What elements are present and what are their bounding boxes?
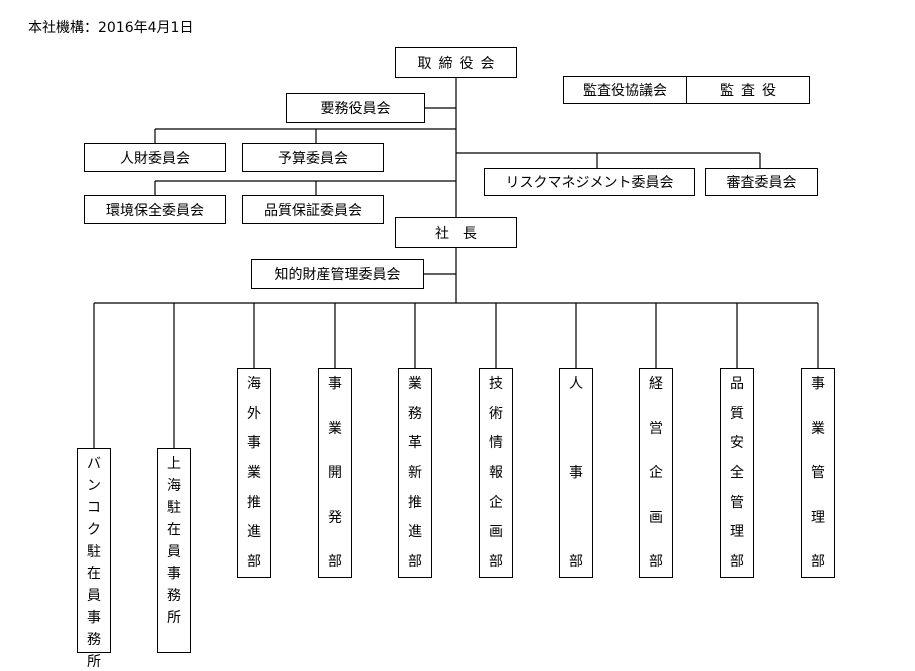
dept-reform-box: 業務革新推進部: [398, 368, 432, 578]
budget-committee-box: 予算委員会: [242, 143, 384, 172]
dept-bizdev-box: 事業開発部: [318, 368, 352, 578]
hr-committee-box: 人財委員会: [84, 143, 226, 172]
dept-quality-box: 品質安全管理部: [720, 368, 754, 578]
auditor-box: 監査役: [687, 76, 810, 104]
ip-committee-box: 知的財産管理委員会: [251, 259, 424, 289]
auditor-group: 監査役協議会 監査役: [563, 76, 810, 104]
dept-tech-box: 技術情報企画部: [479, 368, 513, 578]
org-date-header: 本社機構：2016年4月1日: [28, 20, 194, 36]
president-box: 社 長: [395, 217, 517, 248]
risk-management-committee-box: リスクマネジメント委員会: [484, 168, 695, 196]
executive-committee-box: 要務役員会: [286, 93, 425, 123]
dept-planning-box: 経営企画部: [639, 368, 673, 578]
review-committee-box: 審査委員会: [705, 168, 818, 196]
quality-assurance-committee-box: 品質保証委員会: [242, 195, 384, 224]
audit-council-box: 監査役協議会: [563, 76, 687, 104]
environment-committee-box: 環境保全委員会: [84, 195, 226, 224]
dept-overseas-box: 海外事業推進部: [237, 368, 271, 578]
board-of-directors-box: 取締役会: [395, 47, 517, 78]
dept-personnel-box: 人事部: [559, 368, 593, 578]
dept-shanghai-box: 上海駐在員事務所: [157, 448, 191, 653]
dept-bizmgmt-box: 事業管理部: [801, 368, 835, 578]
dept-bangkok-box: バンコク駐在員事務所: [77, 448, 111, 670]
